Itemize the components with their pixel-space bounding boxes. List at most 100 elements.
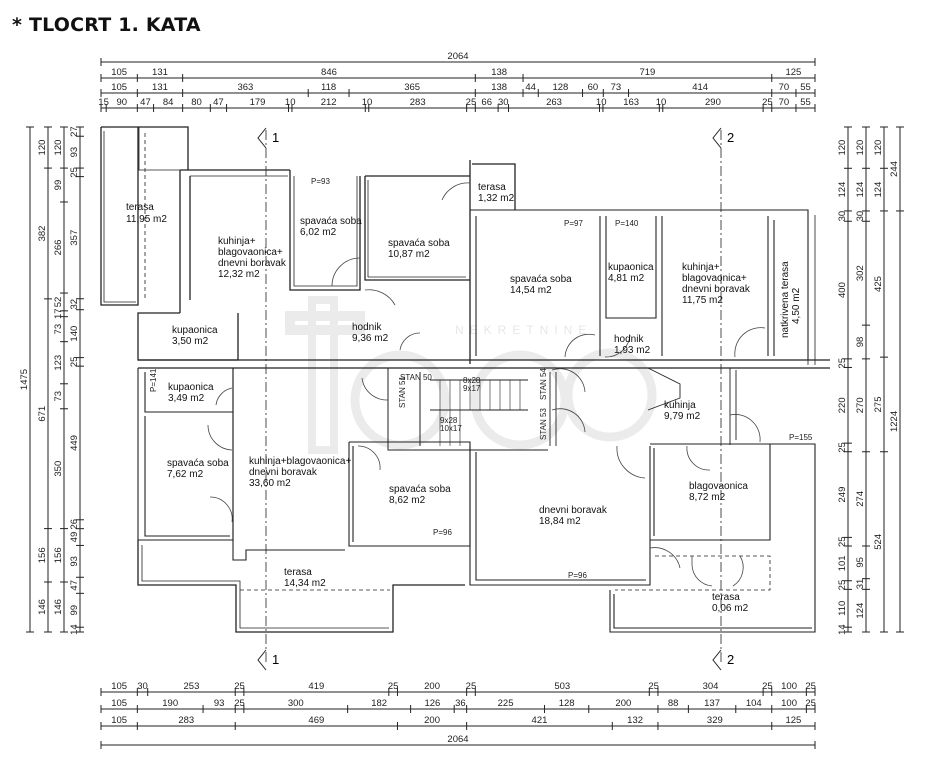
- dimension-value: 52: [53, 297, 64, 308]
- dimension-value: 123: [53, 355, 64, 371]
- dimension-value: 329: [707, 715, 723, 726]
- dimension-value: 249: [837, 487, 848, 503]
- dimension-value: 350: [53, 461, 64, 477]
- dimension-value: 146: [37, 599, 48, 615]
- section-marker-1: 1 1: [257, 127, 279, 671]
- dimension-value: 503: [554, 681, 570, 692]
- window-label: P=155: [789, 433, 813, 442]
- dimension-value: 126: [424, 698, 440, 709]
- dimension-value: 25: [837, 580, 848, 591]
- dimension-value: 88: [668, 698, 679, 709]
- stair-label: 9x28: [440, 416, 458, 425]
- dimension-value: 270: [855, 397, 866, 413]
- window-label: P=96: [433, 528, 452, 537]
- dimension-value: 25: [466, 97, 477, 108]
- dimension-value: 25: [762, 681, 773, 692]
- dimension-value: 182: [371, 698, 387, 709]
- dimension-value: 73: [53, 391, 64, 402]
- dimension-value: 125: [785, 715, 801, 726]
- dimension-value: 120: [37, 140, 48, 156]
- section-label: 2: [727, 652, 734, 667]
- window-label: P=93: [311, 177, 330, 186]
- dimension-value: 80: [191, 97, 202, 108]
- dimension-value: 25: [762, 97, 773, 108]
- dimension-value: 25: [805, 681, 816, 692]
- dimension-value: 47: [140, 97, 151, 108]
- dimension-value: 200: [424, 715, 440, 726]
- apartment-label: STAN 53: [539, 408, 548, 440]
- dimension-value: 156: [37, 547, 48, 563]
- dimension-value: 47: [213, 97, 224, 108]
- dimension-value: 30: [855, 211, 866, 222]
- dimension-value: 846: [321, 67, 337, 78]
- dimension-value: 60: [588, 82, 599, 93]
- dimension-value: 2064: [447, 51, 468, 62]
- dimension-value: 36: [455, 698, 466, 709]
- dimension-value: 449: [69, 435, 80, 451]
- dimension-value: 25: [837, 536, 848, 547]
- dimension-value: 275: [873, 397, 884, 413]
- dimension-value: 17: [53, 308, 64, 319]
- walls: [100, 126, 830, 665]
- watermark-text: NEKRETNINE: [455, 323, 592, 337]
- dimension-value: 25: [648, 681, 659, 692]
- dimension-value: 244: [889, 161, 900, 177]
- dimension-value: 124: [855, 182, 866, 198]
- dimension-value: 419: [308, 681, 324, 692]
- dimension-value: 70: [779, 97, 790, 108]
- dimension-value: 190: [162, 698, 178, 709]
- dimension-value: 98: [855, 337, 866, 348]
- dimension-value: 304: [703, 681, 719, 692]
- dimension-value: 137: [704, 698, 720, 709]
- dimension-value: 146: [53, 599, 64, 615]
- dimension-value: 140: [69, 326, 80, 342]
- dimension-value: 124: [873, 182, 884, 198]
- dimension-value: 93: [69, 556, 80, 567]
- dimension-value: 125: [785, 67, 801, 78]
- dimension-value: 414: [692, 82, 708, 93]
- dimension-value: 524: [873, 534, 884, 550]
- dimension-value: 138: [491, 82, 507, 93]
- dimension-value: 105: [111, 67, 127, 78]
- dimension-value: 163: [623, 97, 639, 108]
- dimension-value: 100: [781, 681, 797, 692]
- dimension-value: 200: [615, 698, 631, 709]
- section-label: 1: [272, 130, 279, 145]
- dimension-value: 25: [837, 442, 848, 453]
- dimension-value: 14: [69, 624, 80, 635]
- left-dimensions: 1475120382671156146120992665217731237335…: [19, 126, 84, 635]
- dimension-value: 70: [779, 82, 790, 93]
- dimension-value: 200: [424, 681, 440, 692]
- dimension-value: 84: [163, 97, 174, 108]
- dimension-value: 124: [837, 182, 848, 198]
- dimension-value: 719: [639, 67, 655, 78]
- dimension-value: 99: [69, 605, 80, 616]
- dimension-value: 101: [837, 555, 848, 571]
- dimension-value: 2064: [447, 734, 468, 745]
- dimension-value: 118: [321, 82, 336, 93]
- dimension-value: 25: [69, 357, 80, 368]
- dimension-value: 55: [800, 82, 811, 93]
- apartment-label: STAN 54: [539, 368, 548, 400]
- dimension-value: 10: [656, 97, 667, 108]
- dimension-value: 30: [498, 97, 509, 108]
- window-label: P=96: [568, 571, 587, 580]
- dimension-value: 283: [410, 97, 426, 108]
- dimension-value: 131: [152, 82, 168, 93]
- dimension-value: 73: [611, 82, 622, 93]
- stair-label: 10x17: [440, 424, 462, 433]
- dimension-value: 302: [855, 265, 866, 281]
